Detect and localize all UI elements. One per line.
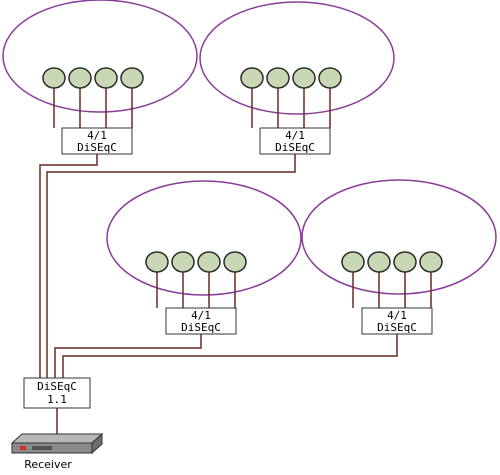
dish-4-lnb-1 xyxy=(341,251,365,273)
main-switch-line2: 1.1 xyxy=(47,393,67,406)
dish-3-lnb-4 xyxy=(223,251,247,273)
dish-2-lnb-3 xyxy=(292,67,316,89)
lnbs xyxy=(42,67,443,273)
receiver-top xyxy=(10,433,104,444)
dish-4 xyxy=(301,179,497,295)
dish-3 xyxy=(106,180,302,296)
dish-1-lnb-2 xyxy=(68,67,92,89)
switch-1-box xyxy=(61,127,133,155)
switch-2-line2: DiSEqC xyxy=(275,141,315,154)
dish-1 xyxy=(2,0,198,113)
switch-4-line2: DiSEqC xyxy=(377,321,417,334)
dish-3-lnb-3 xyxy=(197,251,221,273)
switch-4-box xyxy=(361,307,433,335)
dish-4-lnb-3 xyxy=(393,251,417,273)
switch-2-line1: 4/1 xyxy=(285,129,305,142)
dish-3-lnb-1 xyxy=(145,251,169,273)
dish-1-lnb-4 xyxy=(120,67,144,89)
dish-2-lnb-4 xyxy=(318,67,342,89)
switch-2: 4/1 DiSEqC xyxy=(259,127,331,155)
switch-4-to-main-cable xyxy=(62,334,398,378)
receiver-display xyxy=(32,446,52,450)
dish-1-lnb-3 xyxy=(94,67,118,89)
dish-2 xyxy=(199,1,395,115)
dish-3-lnb-2 xyxy=(171,251,195,273)
main-switch-line1: DiSEqC xyxy=(37,380,77,393)
switch-3-line2: DiSEqC xyxy=(181,321,221,334)
dish-4-lnb-4 xyxy=(419,251,443,273)
switch-3-to-main-cable xyxy=(54,334,202,378)
switch-2-box xyxy=(259,127,331,155)
receiver-label: Receiver xyxy=(24,458,72,471)
switch-3: 4/1 DiSEqC xyxy=(165,307,237,335)
switch-2-to-main-cable xyxy=(46,154,296,378)
dish-4-lnb-2 xyxy=(367,251,391,273)
dish-1-lnb-1 xyxy=(42,67,66,89)
receiver: Receiver xyxy=(10,432,104,471)
cables xyxy=(39,88,432,434)
switch-1-to-main-cable xyxy=(39,154,98,378)
switch-1-line2: DiSEqC xyxy=(77,141,117,154)
switch-4: 4/1 DiSEqC xyxy=(361,307,433,335)
switch-3-box xyxy=(165,307,237,335)
receiver-led xyxy=(20,446,26,450)
main-switch: DiSEqC 1.1 xyxy=(23,377,91,409)
switch-1: 4/1 DiSEqC xyxy=(61,127,133,155)
dish-2-lnb-2 xyxy=(266,67,290,89)
dish-2-lnb-1 xyxy=(240,67,264,89)
main-switch-box xyxy=(23,377,91,409)
switch-4-line1: 4/1 xyxy=(387,309,407,322)
switch-3-line1: 4/1 xyxy=(191,309,211,322)
switch-1-line1: 4/1 xyxy=(87,129,107,142)
